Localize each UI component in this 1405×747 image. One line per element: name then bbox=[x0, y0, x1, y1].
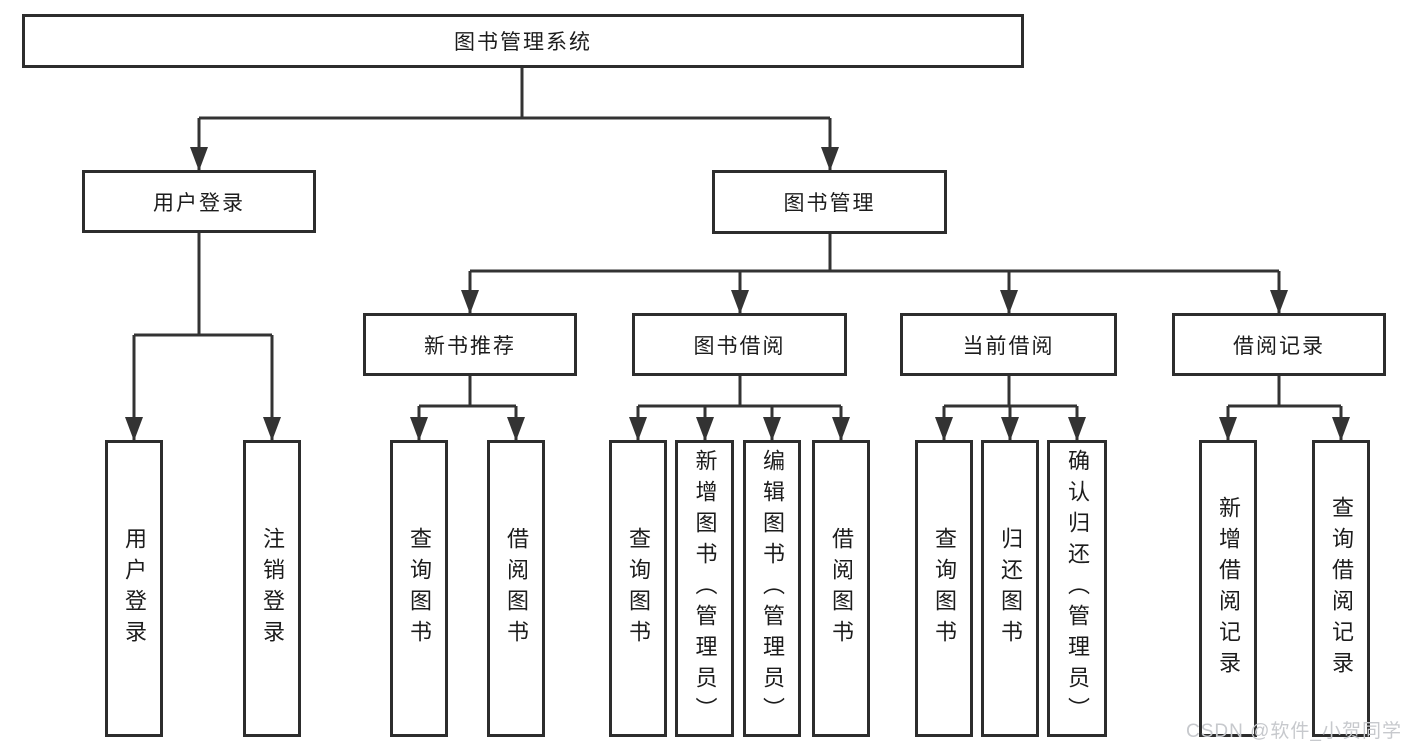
leaf-query-borrow-record: 查询借阅记录 bbox=[1312, 440, 1370, 737]
leaf-confirm-return-admin: 确认归还（管理员） bbox=[1047, 440, 1107, 737]
leaf-logout: 注销登录 bbox=[243, 440, 301, 737]
leaf-query-books-current: 查询图书 bbox=[915, 440, 973, 737]
leaf-confirm-return-admin-label: 确认归还（管理员） bbox=[1065, 449, 1090, 728]
leaf-borrow-books-label: 借阅图书 bbox=[829, 526, 854, 651]
leaf-query-books-borrow-label: 查询图书 bbox=[626, 526, 651, 651]
leaf-query-books-recommend-label: 查询图书 bbox=[407, 526, 432, 651]
leaf-user-login-label: 用户登录 bbox=[122, 526, 147, 651]
connectors-book-management bbox=[461, 234, 1288, 314]
connectors-new-book bbox=[410, 376, 525, 441]
connectors-borrow-record bbox=[1219, 376, 1350, 441]
connectors-current-borrow bbox=[935, 376, 1086, 441]
node-book-borrow: 图书借阅 bbox=[632, 313, 847, 376]
leaf-logout-label: 注销登录 bbox=[260, 526, 285, 651]
node-root-system: 图书管理系统 bbox=[22, 14, 1024, 68]
node-current-borrow-label: 当前借阅 bbox=[962, 334, 1055, 358]
node-book-management: 图书管理 bbox=[712, 170, 947, 234]
leaf-return-book: 归还图书 bbox=[981, 440, 1039, 737]
node-borrow-record: 借阅记录 bbox=[1172, 313, 1386, 376]
node-book-borrow-label: 图书借阅 bbox=[693, 334, 786, 358]
node-user-login: 用户登录 bbox=[82, 170, 316, 233]
leaf-return-book-label: 归还图书 bbox=[998, 526, 1023, 651]
leaf-query-books-recommend: 查询图书 bbox=[390, 440, 448, 737]
leaf-user-login: 用户登录 bbox=[105, 440, 163, 737]
leaf-borrow-books: 借阅图书 bbox=[812, 440, 870, 737]
leaf-add-book-admin-label: 新增图书（管理员） bbox=[692, 449, 718, 728]
connectors-root bbox=[190, 68, 839, 171]
leaf-edit-book-admin: 编辑图书（管理员） bbox=[743, 440, 801, 737]
leaf-query-books-current-label: 查询图书 bbox=[932, 526, 957, 651]
leaf-edit-book-admin-label: 编辑图书（管理员） bbox=[760, 449, 785, 728]
leaf-query-books-borrow: 查询图书 bbox=[609, 440, 667, 737]
leaf-borrow-books-recommend-label: 借阅图书 bbox=[504, 526, 529, 651]
node-user-login-label: 用户登录 bbox=[153, 191, 245, 215]
leaf-add-borrow-record-label: 新增借阅记录 bbox=[1216, 495, 1241, 682]
leaf-query-borrow-record-label: 查询借阅记录 bbox=[1329, 495, 1354, 682]
leaf-add-borrow-record: 新增借阅记录 bbox=[1199, 440, 1257, 737]
node-root-system-label: 图书管理系统 bbox=[454, 31, 592, 54]
connectors-user-login bbox=[125, 233, 281, 441]
node-borrow-record-label: 借阅记录 bbox=[1233, 334, 1325, 358]
node-current-borrow: 当前借阅 bbox=[900, 313, 1117, 376]
connectors-book-borrow bbox=[629, 376, 850, 441]
node-new-book-recommend-label: 新书推荐 bbox=[424, 334, 516, 358]
node-new-book-recommend: 新书推荐 bbox=[363, 313, 577, 376]
leaf-borrow-books-recommend: 借阅图书 bbox=[487, 440, 545, 737]
node-book-management-label: 图书管理 bbox=[783, 192, 876, 215]
leaf-add-book-admin: 新增图书（管理员） bbox=[675, 440, 734, 737]
csdn-watermark: CSDN @软件_小贺同学 bbox=[1186, 721, 1402, 742]
